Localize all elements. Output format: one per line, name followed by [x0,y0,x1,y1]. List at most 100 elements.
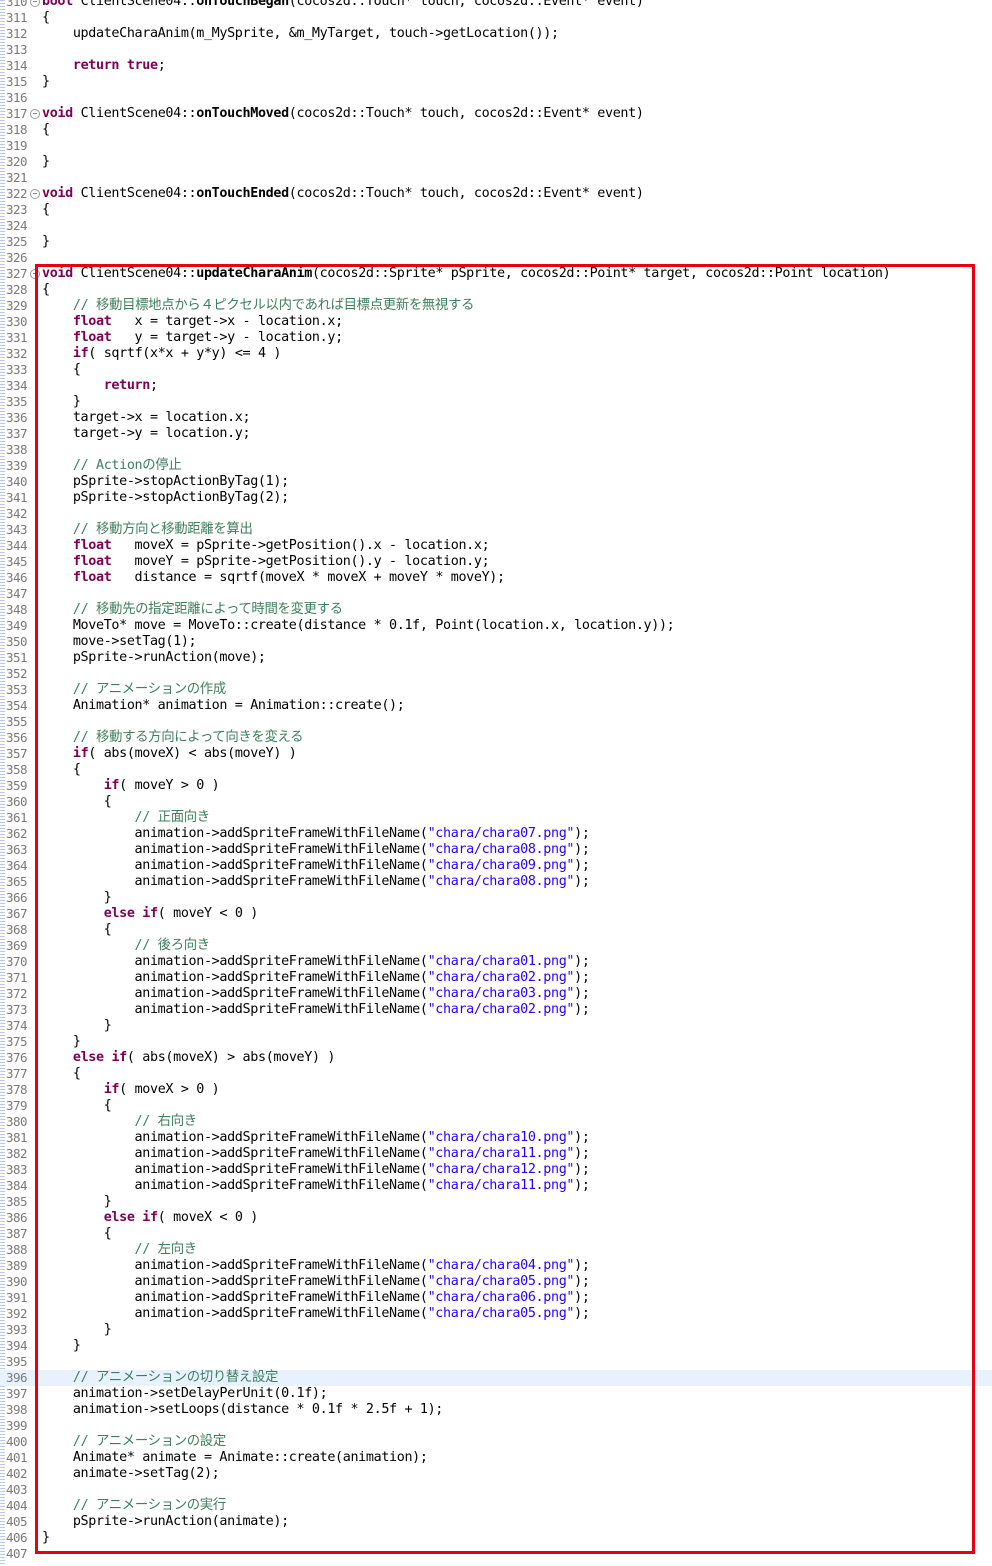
code-line[interactable]: 363 animation->addSpriteFrameWithFileNam… [0,842,992,858]
code-line[interactable]: 406} [0,1530,992,1546]
code-line[interactable]: 372 animation->addSpriteFrameWithFileNam… [0,986,992,1002]
code-line[interactable]: 310−bool ClientScene04::onTouchBegan(coc… [0,0,992,10]
code-line[interactable]: 380 // 右向き [0,1114,992,1130]
code-line[interactable]: 378 if( moveX > 0 ) [0,1082,992,1098]
code-line[interactable]: 403 [0,1482,992,1498]
code-line[interactable]: 344 float moveX = pSprite->getPosition()… [0,538,992,554]
code-line[interactable]: 319 [0,138,992,154]
code-line[interactable]: 390 animation->addSpriteFrameWithFileNam… [0,1274,992,1290]
code-line[interactable]: 311{ [0,10,992,26]
code-line[interactable]: 377 { [0,1066,992,1082]
code-line[interactable]: 396 // アニメーションの切り替え設定 [0,1370,992,1386]
code-line[interactable]: 375 } [0,1034,992,1050]
code-line[interactable]: 369 // 後ろ向き [0,938,992,954]
code-line[interactable]: 364 animation->addSpriteFrameWithFileNam… [0,858,992,874]
code-line[interactable]: 341 pSprite->stopActionByTag(2); [0,490,992,506]
code-line[interactable]: 399 [0,1418,992,1434]
code-line[interactable]: 356 // 移動する方向によって向きを変える [0,730,992,746]
code-line[interactable]: 347 [0,586,992,602]
code-line[interactable]: 320} [0,154,992,170]
code-line[interactable]: 334 return; [0,378,992,394]
code-line[interactable]: 404 // アニメーションの実行 [0,1498,992,1514]
code-line[interactable]: 394 } [0,1338,992,1354]
code-line[interactable]: 322−void ClientScene04::onTouchEnded(coc… [0,186,992,202]
code-line[interactable]: 391 animation->addSpriteFrameWithFileNam… [0,1290,992,1306]
code-line[interactable]: 407 [0,1546,992,1562]
code-line[interactable]: 374 } [0,1018,992,1034]
code-line[interactable]: 358 { [0,762,992,778]
code-line[interactable]: 402 animate->setTag(2); [0,1466,992,1482]
code-line[interactable]: 353 // アニメーションの作成 [0,682,992,698]
fold-toggle-icon[interactable]: − [30,189,40,199]
code-line[interactable]: 349 MoveTo* move = MoveTo::create(distan… [0,618,992,634]
code-line[interactable]: 381 animation->addSpriteFrameWithFileNam… [0,1130,992,1146]
code-line[interactable]: 360 { [0,794,992,810]
code-line[interactable]: 371 animation->addSpriteFrameWithFileNam… [0,970,992,986]
code-line[interactable]: 330 float x = target->x - location.x; [0,314,992,330]
code-line[interactable]: 342 [0,506,992,522]
code-line[interactable]: 312 updateCharaAnim(m_MySprite, &m_MyTar… [0,26,992,42]
code-line[interactable]: 393 } [0,1322,992,1338]
code-line[interactable]: 350 move->setTag(1); [0,634,992,650]
code-line[interactable]: 366 } [0,890,992,906]
code-line[interactable]: 324 [0,218,992,234]
code-line[interactable]: 379 { [0,1098,992,1114]
code-line[interactable]: 400 // アニメーションの設定 [0,1434,992,1450]
code-line[interactable]: 315} [0,74,992,90]
code-line[interactable]: 387 { [0,1226,992,1242]
code-line[interactable]: 337 target->y = location.y; [0,426,992,442]
code-line[interactable]: 386 else if( moveX < 0 ) [0,1210,992,1226]
code-line[interactable]: 335 } [0,394,992,410]
code-line[interactable]: 362 animation->addSpriteFrameWithFileNam… [0,826,992,842]
fold-toggle-icon[interactable]: − [30,109,40,119]
code-line[interactable]: 317−void ClientScene04::onTouchMoved(coc… [0,106,992,122]
code-line[interactable]: 361 // 正面向き [0,810,992,826]
code-line[interactable]: 313 [0,42,992,58]
code-line[interactable]: 352 [0,666,992,682]
code-line[interactable]: 395 [0,1354,992,1370]
code-line[interactable]: 325} [0,234,992,250]
code-line[interactable]: 401 Animate* animate = Animate::create(a… [0,1450,992,1466]
code-line[interactable]: 338 [0,442,992,458]
code-line[interactable]: 326 [0,250,992,266]
code-line[interactable]: 384 animation->addSpriteFrameWithFileNam… [0,1178,992,1194]
code-line[interactable]: 355 [0,714,992,730]
code-line[interactable]: 343 // 移動方向と移動距離を算出 [0,522,992,538]
code-line[interactable]: 365 animation->addSpriteFrameWithFileNam… [0,874,992,890]
code-line[interactable]: 339 // Actionの停止 [0,458,992,474]
code-line[interactable]: 397 animation->setDelayPerUnit(0.1f); [0,1386,992,1402]
code-line[interactable]: 405 pSprite->runAction(animate); [0,1514,992,1530]
code-line[interactable]: 328{ [0,282,992,298]
code-line[interactable]: 332 if( sqrtf(x*x + y*y) <= 4 ) [0,346,992,362]
code-line[interactable]: 333 { [0,362,992,378]
code-line[interactable]: 359 if( moveY > 0 ) [0,778,992,794]
code-line[interactable]: 383 animation->addSpriteFrameWithFileNam… [0,1162,992,1178]
code-line[interactable]: 336 target->x = location.x; [0,410,992,426]
code-line[interactable]: 392 animation->addSpriteFrameWithFileNam… [0,1306,992,1322]
code-line[interactable]: 367 else if( moveY < 0 ) [0,906,992,922]
code-line[interactable]: 316 [0,90,992,106]
code-line[interactable]: 354 Animation* animation = Animation::cr… [0,698,992,714]
code-line[interactable]: 327−void ClientScene04::updateCharaAnim(… [0,266,992,282]
code-line[interactable]: 331 float y = target->y - location.y; [0,330,992,346]
code-line[interactable]: 318{ [0,122,992,138]
fold-toggle-icon[interactable]: − [30,0,40,7]
code-line[interactable]: 346 float distance = sqrtf(moveX * moveX… [0,570,992,586]
code-line[interactable]: 373 animation->addSpriteFrameWithFileNam… [0,1002,992,1018]
code-line[interactable]: 348 // 移動先の指定距離によって時間を変更する [0,602,992,618]
code-line[interactable]: 323{ [0,202,992,218]
code-line[interactable]: 321 [0,170,992,186]
code-line[interactable]: 389 animation->addSpriteFrameWithFileNam… [0,1258,992,1274]
code-line[interactable]: 385 } [0,1194,992,1210]
code-line[interactable]: 351 pSprite->runAction(move); [0,650,992,666]
code-line[interactable]: 314 return true; [0,58,992,74]
code-line[interactable]: 329 // 移動目標地点から４ピクセル以内であれば目標点更新を無視する [0,298,992,314]
code-line[interactable]: 345 float moveY = pSprite->getPosition()… [0,554,992,570]
fold-toggle-icon[interactable]: − [30,269,40,279]
code-line[interactable]: 357 if( abs(moveX) < abs(moveY) ) [0,746,992,762]
code-line[interactable]: 340 pSprite->stopActionByTag(1); [0,474,992,490]
code-line[interactable]: 368 { [0,922,992,938]
code-line[interactable]: 376 else if( abs(moveX) > abs(moveY) ) [0,1050,992,1066]
code-line[interactable]: 370 animation->addSpriteFrameWithFileNam… [0,954,992,970]
